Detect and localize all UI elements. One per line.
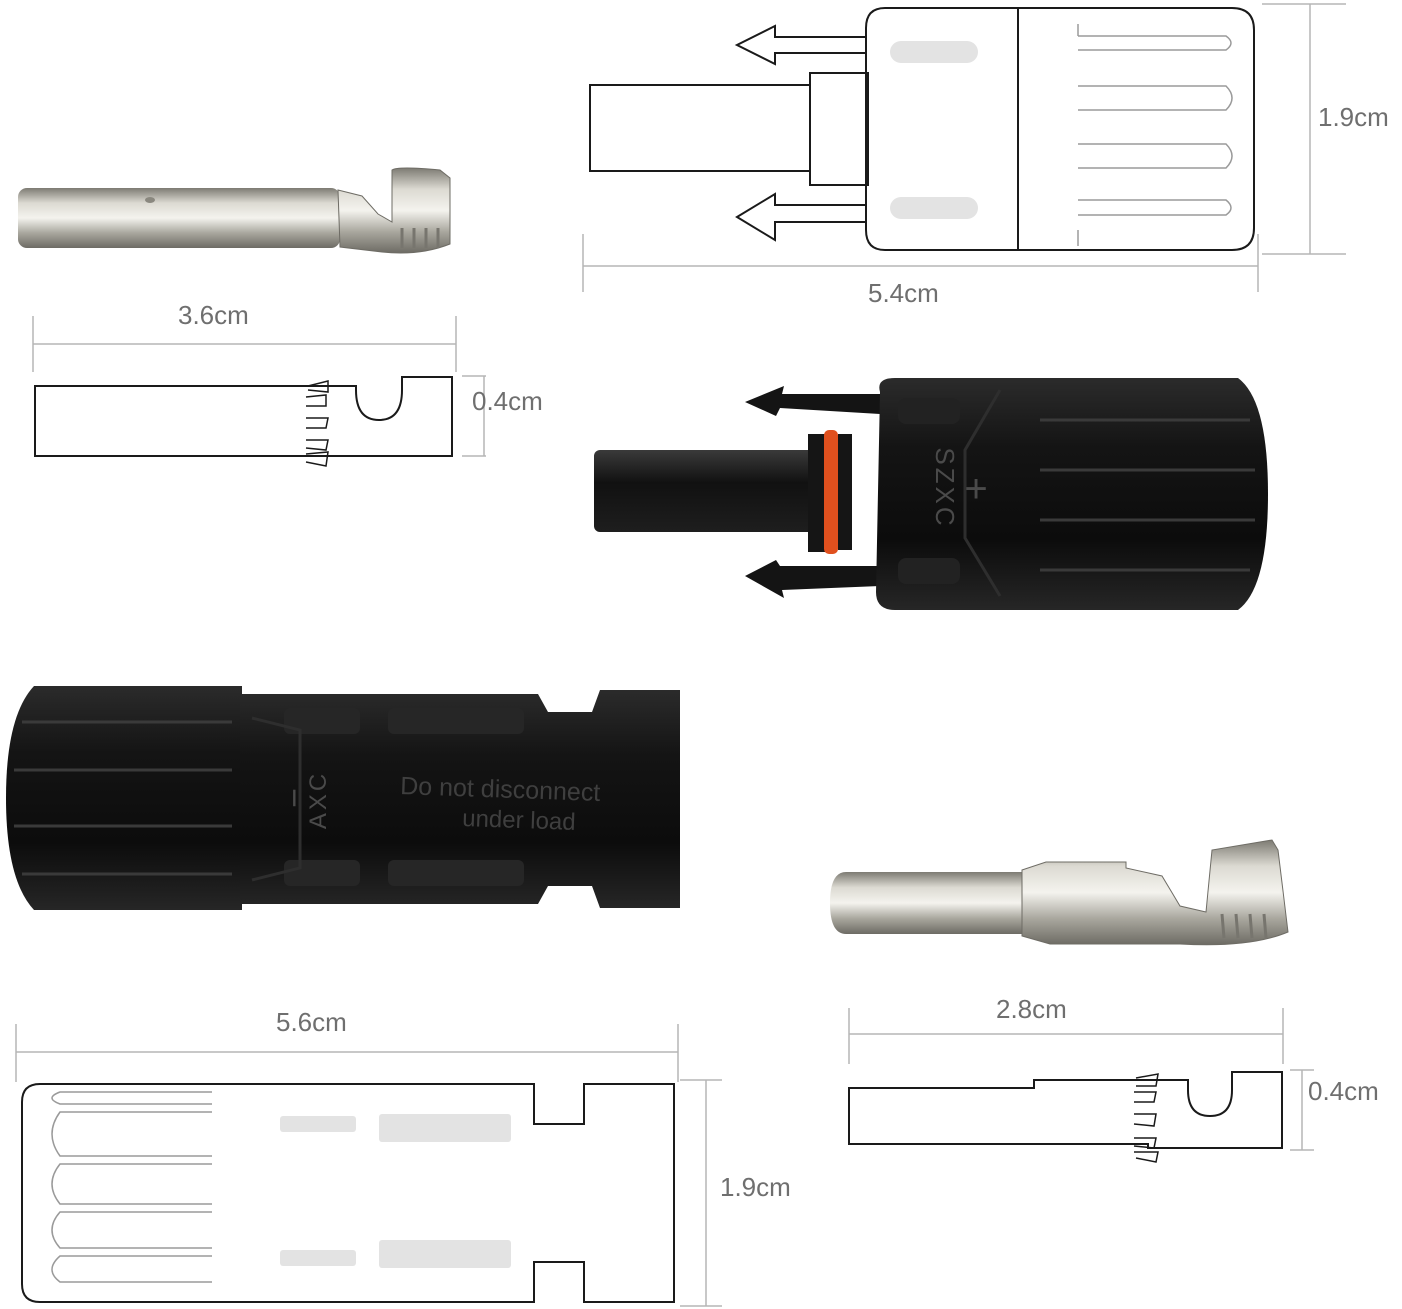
male-connector-photo bbox=[594, 378, 1268, 610]
female-connector-window-3 bbox=[280, 1250, 356, 1266]
male-pin-diameter-label: 0.4cm bbox=[1308, 1076, 1379, 1106]
male-pin-photo bbox=[830, 839, 1289, 946]
male-connector-brand-mark: SZXC bbox=[930, 447, 960, 528]
male-pin-length-label: 2.8cm bbox=[996, 994, 1067, 1024]
female-connector-photo bbox=[6, 686, 680, 910]
male-connector-length-label: 5.4cm bbox=[868, 278, 939, 308]
male-connector-dimension-lines bbox=[582, 3, 1346, 292]
female-connector-brand-mark: AXC bbox=[305, 771, 332, 829]
female-connector-warning-line2: under load bbox=[462, 805, 576, 836]
male-connector-height-label: 1.9cm bbox=[1318, 102, 1389, 132]
male-pin-drawing bbox=[848, 1071, 1283, 1163]
male-connector-window-bottom bbox=[890, 197, 978, 219]
female-connector-window-4 bbox=[379, 1240, 511, 1268]
female-connector-window-2 bbox=[379, 1114, 511, 1142]
female-pin-drawing bbox=[34, 376, 453, 467]
female-connector-length-label: 5.6cm bbox=[276, 1007, 347, 1037]
female-connector-polarity-mark: − bbox=[275, 788, 313, 808]
female-pin-length-label: 3.6cm bbox=[178, 300, 249, 330]
female-connector-drawing bbox=[21, 1083, 675, 1303]
female-connector-warning-line1: Do not disconnect bbox=[400, 772, 601, 807]
female-connector-window-1 bbox=[280, 1116, 356, 1132]
female-connector-height-label: 1.9cm bbox=[720, 1172, 791, 1202]
female-pin-diameter-label: 0.4cm bbox=[472, 386, 543, 416]
female-pin-dimension-lines bbox=[32, 316, 486, 457]
male-connector-window-top bbox=[890, 41, 978, 63]
male-connector-drawing bbox=[589, 7, 1255, 251]
male-pin-dimension-lines bbox=[848, 1008, 1314, 1151]
male-connector-polarity-mark: + bbox=[964, 467, 987, 511]
female-connector-dimension-lines bbox=[15, 1024, 722, 1307]
female-pin-photo bbox=[18, 167, 451, 254]
